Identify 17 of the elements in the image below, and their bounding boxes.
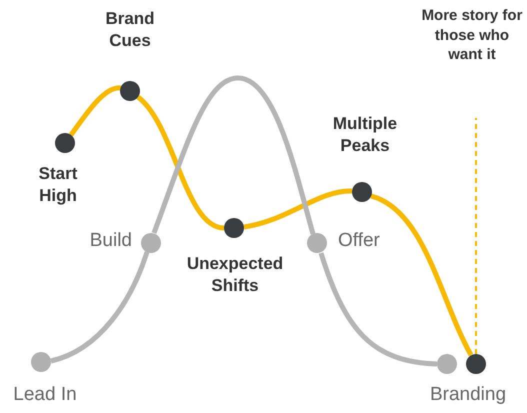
point-label: Start High bbox=[38, 163, 78, 208]
point-label: Unexpected Shifts bbox=[186, 253, 284, 298]
curve-segment bbox=[68, 86, 121, 136]
curve-segment bbox=[152, 76, 316, 235]
point-label: Multiple Peaks bbox=[332, 113, 398, 158]
curve-segment bbox=[136, 95, 225, 230]
point-label: Brand Cues bbox=[104, 8, 156, 52]
point-label: Lead In bbox=[12, 383, 78, 407]
curve-segment bbox=[318, 252, 438, 366]
point-label: More story for those who want it bbox=[420, 6, 524, 64]
curve-segment bbox=[50, 251, 150, 364]
curve-segment bbox=[244, 188, 352, 230]
dashed-line bbox=[475, 118, 477, 354]
point-label: Build bbox=[88, 229, 132, 253]
point-label: Branding bbox=[428, 383, 508, 407]
point-label: Offer bbox=[338, 229, 381, 253]
curve-segment bbox=[370, 194, 474, 356]
